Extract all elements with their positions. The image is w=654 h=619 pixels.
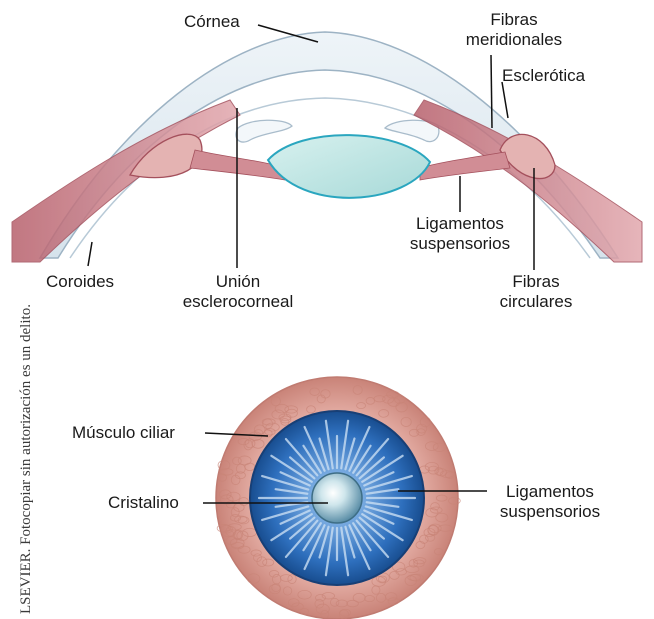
muscle-fibers-right [420, 152, 510, 180]
leader-fibras-meridionales [491, 55, 492, 128]
label-ligamentos-top-line1: Ligamentos [385, 214, 535, 234]
copyright-side-note: LSEVIER. Fotocopiar sin autorización es … [18, 304, 35, 614]
lens-top [268, 135, 430, 198]
label-fibras-circulares: Fibras circulares [476, 272, 596, 312]
label-cristalino: Cristalino [108, 493, 179, 513]
label-esclerotica: Esclerótica [502, 66, 585, 86]
label-ligamentos-bottom: Ligamentos suspensorios [480, 482, 620, 522]
label-ligamentos-top: Ligamentos suspensorios [385, 214, 535, 254]
label-fibras-meridionales-line1: Fibras [444, 10, 584, 30]
label-fibras-circulares-line2: circulares [476, 292, 596, 312]
label-ligamentos-bottom-line2: suspensorios [480, 502, 620, 522]
iris-fold-left [236, 120, 292, 142]
leader-esclerotica [502, 82, 508, 118]
leader-coroides [88, 242, 92, 266]
ciliary-muscle-left [12, 100, 240, 262]
label-fibras-circulares-line1: Fibras [476, 272, 596, 292]
label-union: Unión esclerocorneal [162, 272, 314, 312]
label-musculo-ciliar: Músculo ciliar [72, 423, 175, 443]
label-fibras-meridionales-line2: meridionales [444, 30, 584, 50]
label-union-line2: esclerocorneal [162, 292, 314, 312]
label-fibras-meridionales: Fibras meridionales [444, 10, 584, 50]
lens-center [312, 473, 362, 523]
label-ligamentos-top-line2: suspensorios [385, 234, 535, 254]
label-ligamentos-bottom-line1: Ligamentos [480, 482, 620, 502]
label-union-line1: Unión [162, 272, 314, 292]
label-cornea: Córnea [184, 12, 240, 32]
label-coroides: Coroides [46, 272, 114, 292]
